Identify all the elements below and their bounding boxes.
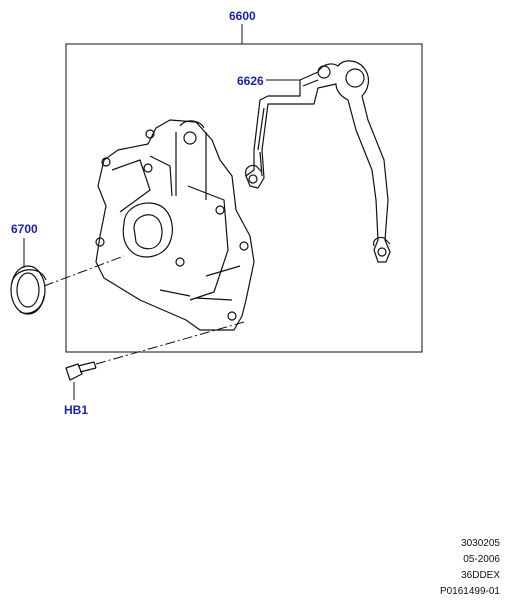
crank-seal-6700 xyxy=(10,265,47,315)
callout-label-6700: 6700 xyxy=(11,222,38,236)
bolt-hb1 xyxy=(65,361,97,381)
reference-line-2: 05-2006 xyxy=(463,554,500,565)
reference-line-3: 36DDEX xyxy=(461,570,500,581)
assembly-frame xyxy=(65,43,423,353)
callout-label-6600: 6600 xyxy=(229,9,256,23)
bolt-projection-line xyxy=(95,321,245,365)
gasket-6626 xyxy=(245,60,391,263)
callout-label-hb1: HB1 xyxy=(64,403,89,417)
reference-line-1: 3030205 xyxy=(461,538,500,549)
callout-label-6626: 6626 xyxy=(237,74,264,88)
front-cover-housing xyxy=(95,119,255,331)
seal-projection-line xyxy=(43,255,125,287)
reference-line-4: P0161499-01 xyxy=(439,586,500,597)
